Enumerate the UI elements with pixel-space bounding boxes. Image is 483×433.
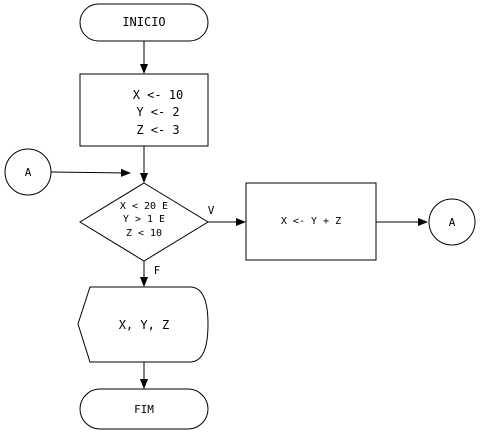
process-init: X <- 10 Y <- 2 Z <- 3 [79, 73, 209, 147]
connector-in-label: A [25, 166, 32, 179]
start-terminal: INICIO [79, 3, 209, 42]
end-label: FIM [134, 403, 154, 416]
start-label: INICIO [122, 15, 165, 29]
end-terminal: FIM [79, 388, 209, 430]
false-label: F [154, 264, 161, 277]
process-update-label: X <- Y + Z [281, 216, 341, 227]
process-init-line: Z <- 3 [136, 123, 179, 137]
flow-arrow [50, 168, 131, 177]
decision-line: Z < 10 [126, 228, 162, 239]
decision-line: X < 20 E [120, 201, 168, 212]
decision-line: Y > 1 E [123, 214, 165, 225]
connector-in: A [4, 148, 52, 196]
process-init-line: X <- 10 [133, 88, 184, 102]
decision-diamond: X < 20 E Y > 1 E Z < 10 [79, 182, 209, 262]
process-init-line: Y <- 2 [136, 105, 179, 119]
true-label: V [208, 204, 215, 217]
connector-out-label: A [449, 216, 456, 229]
display-label: X, Y, Z [119, 318, 170, 332]
display-output: X, Y, Z [77, 286, 209, 363]
process-update: X <- Y + Z [245, 182, 377, 261]
connector-out: A [428, 198, 476, 246]
